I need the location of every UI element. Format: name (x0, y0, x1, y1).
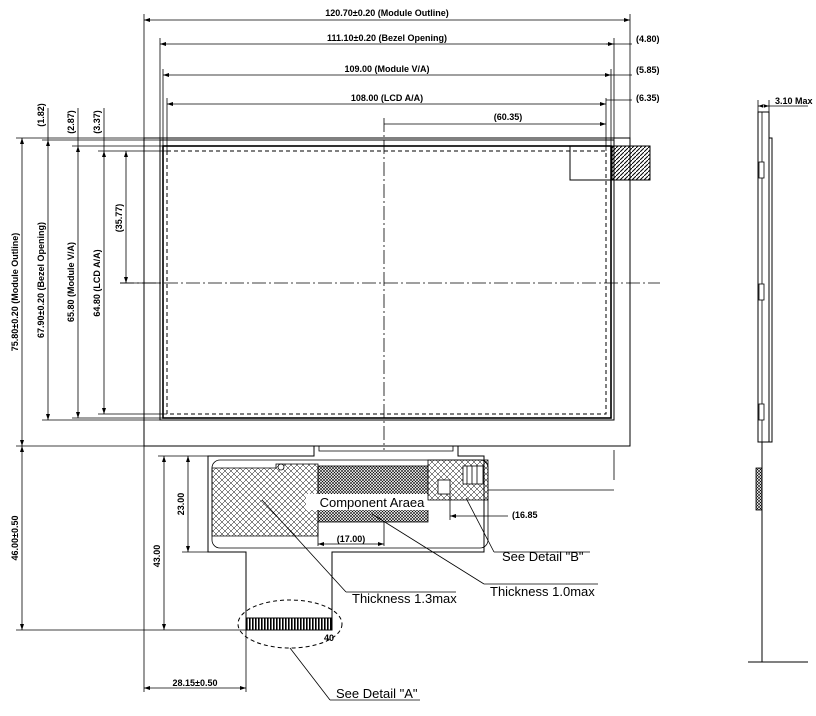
dim-offset-60-35: (60.35) (494, 112, 523, 122)
dim-module-va-width: 109.00 (Module V/A) (344, 64, 429, 74)
top-dimensions: 120.70±0.20 (Module Outline) 111.10±0.20… (143, 8, 660, 151)
dim-right-5-85: (5.85) (636, 65, 660, 75)
dim-right-6-35: (6.35) (636, 93, 660, 103)
module-front-view (120, 118, 660, 450)
dim-lcd-aa-height: 64.80 (LCD A/A) (92, 249, 102, 316)
left-dimensions: 75.80±0.20 (Module Outline) 67.90±0.20 (… (10, 103, 167, 447)
dim-module-va-height: 65.80 (Module V/A) (66, 242, 76, 322)
dim-fpc-16-85: (16.85 (512, 510, 538, 520)
callouts: See Detail "B" Thickness 1.0max Thicknes… (261, 497, 598, 701)
lcd-aa (166, 150, 607, 415)
component-area-1-3 (211, 463, 319, 537)
fpc-dimensions: 46.00±0.50 43.00 23.00 (17.00) (16.85 28… (10, 446, 615, 692)
callout-thickness-1-0: Thickness 1.0max (490, 584, 595, 599)
hatched-region (611, 145, 651, 181)
module-va (162, 145, 612, 419)
dim-top-2-87: (2.87) (66, 110, 76, 134)
dim-fpc-17: (17.00) (337, 534, 366, 544)
bezel-opening (159, 139, 615, 421)
dim-top-3-37: (3.37) (92, 110, 102, 134)
side-body (757, 111, 770, 443)
dim-bezel-opening-height: 67.90±0.20 (Bezel Opening) (36, 222, 46, 338)
dim-fpc-total-height: 46.00±0.50 (10, 516, 20, 561)
callout-see-detail-b: See Detail "B" (502, 549, 584, 564)
dim-side-thickness: 3.10 Max (775, 96, 813, 106)
component-area-label: Component Araea (320, 495, 426, 510)
dim-fpc-43: 43.00 (152, 545, 162, 568)
dim-right-4-80: (4.80) (636, 34, 660, 44)
dim-module-outline-height: 75.80±0.20 (Module Outline) (10, 233, 20, 351)
dim-top-1-82: (1.82) (36, 103, 46, 127)
detail-a-ellipse (237, 599, 343, 649)
fpc-tail: Component Araea 40 (207, 446, 489, 649)
callout-thickness-1-3: Thickness 1.3max (352, 591, 457, 606)
dim-lcd-aa-width: 108.00 (LCD A/A) (351, 93, 423, 103)
dim-fpc-23: 23.00 (176, 493, 186, 516)
dim-center-35-77: (35.77) (114, 204, 124, 233)
dim-bezel-opening-width: 111.10±0.20 (Bezel Opening) (327, 33, 447, 43)
callout-see-detail-a: See Detail "A" (336, 686, 418, 701)
dim-module-outline-width: 120.70±0.20 (Module Outline) (325, 8, 448, 18)
pin-count-label: 40 (324, 633, 334, 643)
module-outline (143, 137, 631, 447)
side-view: 3.10 Max (748, 96, 813, 663)
dim-fpc-offset-x: 28.15±0.50 (173, 678, 218, 688)
fpc-connector-pins (245, 617, 333, 631)
